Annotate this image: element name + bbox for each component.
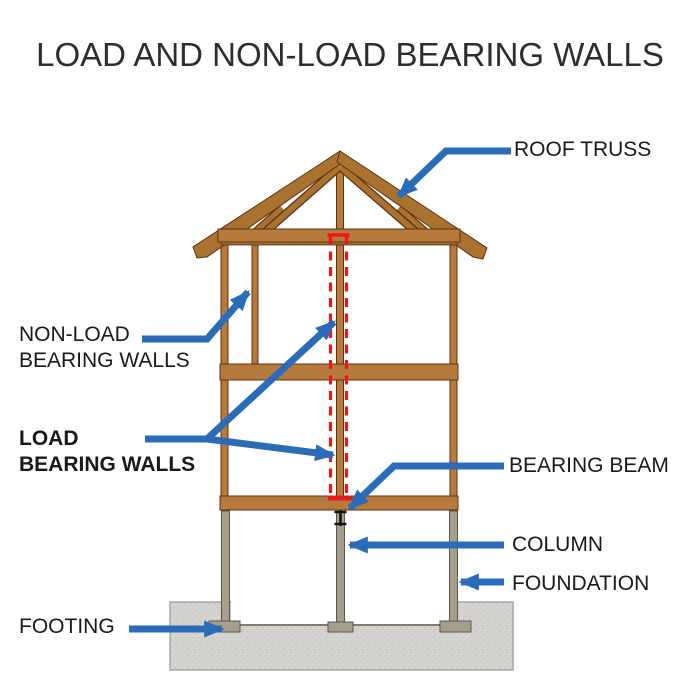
center-column bbox=[336, 511, 345, 624]
footing-pad-right bbox=[439, 620, 472, 633]
foundation-pier-left bbox=[221, 510, 230, 624]
bearing-beam-label: BEARING BEAM bbox=[509, 454, 669, 477]
roof-truss-arrow bbox=[396, 147, 511, 199]
annotation-arrows bbox=[129, 147, 511, 638]
exterior-wall-right-lower bbox=[449, 379, 458, 497]
exterior-wall-left-upper bbox=[220, 244, 229, 365]
roof-truss bbox=[192, 150, 488, 260]
wood-frame bbox=[219, 244, 459, 511]
king-post bbox=[336, 155, 344, 231]
foundation-label: FOUNDATION bbox=[512, 572, 650, 595]
exterior-wall-right-upper bbox=[449, 244, 458, 365]
column-label: COLUMN bbox=[512, 533, 604, 556]
floor-beam bbox=[219, 363, 459, 381]
footing-pad-center bbox=[327, 621, 354, 633]
non-load-bearing-walls-label: NON-LOAD BEARING WALLS bbox=[19, 323, 190, 372]
load-bearing-arrow-lower bbox=[206, 435, 336, 462]
foundation-pier-right bbox=[449, 510, 458, 624]
load-bearing-wall-upper bbox=[336, 244, 344, 365]
roof-truss-label: ROOF TRUSS bbox=[514, 138, 652, 161]
top-plate bbox=[220, 241, 458, 246]
page-title: LOAD AND NON-LOAD BEARING WALLS bbox=[36, 36, 664, 73]
load-bearing-walls-label: LOAD BEARING WALLS bbox=[19, 427, 196, 476]
load-bearing-wall-lower bbox=[336, 379, 344, 497]
truss-webs bbox=[253, 164, 428, 237]
beam-column-connector bbox=[334, 510, 347, 526]
footing-label: FOOTING bbox=[19, 615, 115, 638]
non-load-bearing-wall bbox=[251, 244, 259, 365]
bearing-beam-arrow bbox=[347, 462, 504, 511]
non-load-bearing-arrow bbox=[142, 289, 251, 343]
